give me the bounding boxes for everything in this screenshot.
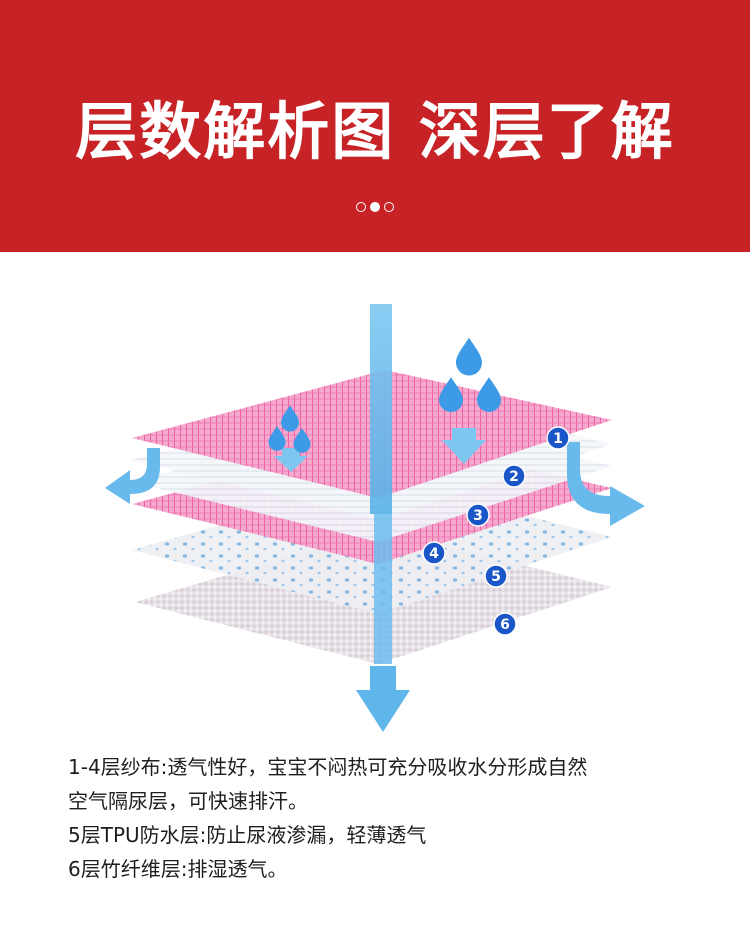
- description-line-4: 6层竹纤维层:排湿透气。: [68, 857, 288, 881]
- layer-badge-number: 5: [491, 569, 501, 585]
- carousel-dot-active[interactable]: [370, 202, 380, 212]
- center-shaft-top: [370, 304, 392, 514]
- bottom-arrow-icon: [356, 666, 410, 732]
- layer-badge-number: 2: [509, 469, 519, 485]
- layer-description: 1-4层纱布:透气性好，宝宝不闷热可充分吸收水分形成自然 空气隔尿层，可快速排汗…: [68, 750, 708, 886]
- left-flow-arrow-icon: [105, 448, 160, 504]
- description-line-1: 1-4层纱布:透气性好，宝宝不闷热可充分吸收水分形成自然: [68, 755, 588, 779]
- layer-badge-number: 6: [500, 617, 510, 633]
- description-line-2: 空气隔尿层，可快速排汗。: [68, 789, 308, 813]
- layer-diagram: 1 2 3 4 5 6: [105, 304, 645, 732]
- layer-badge-number: 4: [429, 546, 439, 562]
- center-shaft-bottom: [374, 514, 392, 664]
- right-down-arrow-icon: [442, 428, 486, 464]
- carousel-dot[interactable]: [356, 202, 366, 212]
- layer-badge-4: 4: [422, 541, 446, 565]
- header-banner: 层数解析图 深层了解: [0, 0, 750, 252]
- layer-badge-1: 1: [546, 426, 570, 450]
- banner-title: 层数解析图 深层了解: [75, 95, 675, 168]
- carousel-indicator: [0, 202, 750, 212]
- carousel-dot[interactable]: [384, 202, 394, 212]
- layer-badge-6: 6: [493, 612, 517, 636]
- left-down-arrow-icon: [274, 448, 308, 472]
- layer-badge-number: 1: [553, 431, 563, 447]
- layer-badge-2: 2: [502, 464, 526, 488]
- layer-badge-number: 3: [473, 508, 483, 524]
- layer-badge-3: 3: [466, 503, 490, 527]
- layer-badge-5: 5: [484, 564, 508, 588]
- right-flow-arrow-icon: [567, 442, 645, 526]
- description-line-3: 5层TPU防水层:防止尿液渗漏，轻薄透气: [68, 823, 427, 847]
